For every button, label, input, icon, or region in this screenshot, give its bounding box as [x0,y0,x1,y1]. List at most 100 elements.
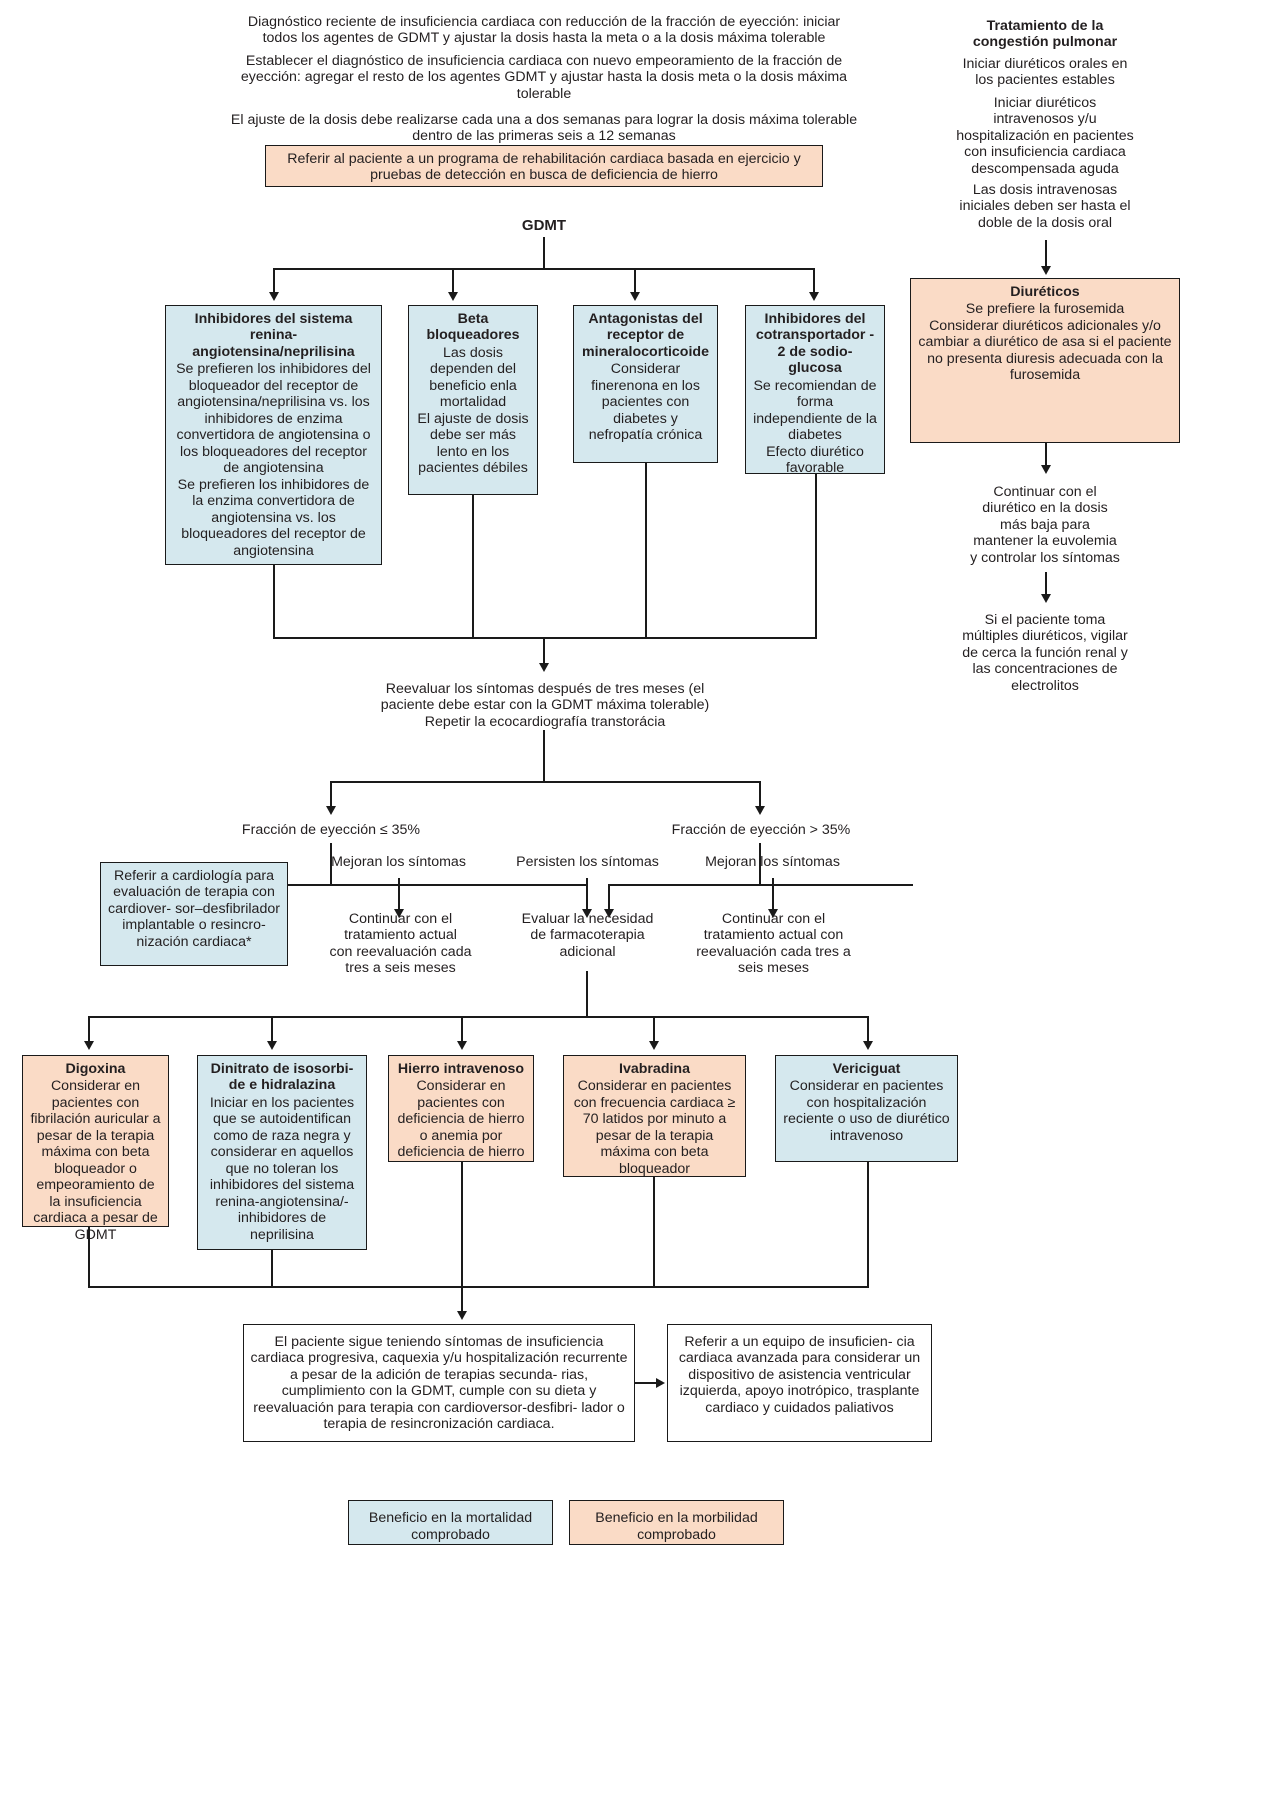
gdmt-arrow-2 [448,292,458,301]
gdmt-drop-4 [813,268,815,294]
bottom-connector-arrow [656,1378,665,1388]
drug-dist-stem [586,971,588,1017]
gdmt-drop-1 [273,268,275,294]
fraction-stem [543,730,545,782]
drug-box-isosorbide-title: Dinitrato de isosorbi- de e hidralazina [210,1061,354,1094]
final-stem [461,1286,463,1313]
rehab-referral-box: Referir al paciente a un programa de reh… [265,145,823,187]
left-branch-stem [330,843,332,885]
gdmt-arrow-3 [630,292,640,301]
gdmt-box-beta-line-2: El ajuste de dosis debe ser más lento en… [417,410,529,477]
drug-box-isosorbide: Dinitrato de isosorbi- de e hidralazina … [197,1055,367,1250]
fraction-drop-right [759,781,761,808]
label-improve-left: Mejoran los síntomas [331,854,466,870]
drug-box-hierro-title: Hierro intravenoso [397,1061,525,1077]
right-branch-stem [759,843,761,885]
fraction-drop-left [330,781,332,808]
gdmt-box-sglt2: Inhibidores del cotransportador - 2 de s… [745,305,885,477]
diuretics-after-stem-1 [1045,443,1047,467]
improve-left-down [398,878,400,906]
bottom-box-advanced-hf: Referir a un equipo de insuficien- cia c… [667,1324,932,1442]
gdmt-box-beta-line-1: Las dosis dependen del beneficio enla mo… [429,344,517,411]
sglt2-down [815,474,817,638]
label-improve-right: Mejoran los síntomas [705,854,840,870]
drug-drop-4 [653,1016,655,1043]
diuretics-box: Diuréticos Se prefiere la furosemida Con… [910,278,1180,443]
persist-down [586,878,588,906]
drug-box-vericiguat-body: Considerar en pacientes con hospitalizac… [783,1078,950,1144]
digoxina-down [88,1227,90,1287]
intro-text-3: El ajuste de la dosis debe realizarse ca… [230,112,858,145]
gdmt-box-rasi-line-1: Se prefieren los inhibidores del bloquea… [176,361,371,477]
drug-arrow-5 [863,1041,873,1050]
drug-box-vericiguat: Vericiguat Considerar en pacientes con h… [775,1055,958,1162]
hierro-down [461,1162,463,1287]
followup-continue-left: Continuar con el tratamiento actual con … [329,911,472,977]
drug-merge-bus [88,1286,869,1288]
diuretics-box-line-2: Considerar diuréticos adicionales y/o ca… [918,317,1172,384]
gdmt-label: GDMT [521,217,567,234]
gdmt-arrow-1 [269,292,279,301]
gdmt-box-beta-title: Beta bloqueadores [426,311,520,344]
vericiguat-down [867,1162,869,1287]
right-branch-arrow-b [768,909,778,918]
reeval-stem [543,637,545,665]
diuretics-box-title: Diuréticos [1010,284,1080,300]
fraction-label-left: Fracción de eyección ≤ 35% [241,822,421,838]
followup-continue-right: Continuar con el tratamiento actual con … [696,911,851,977]
drug-arrow-4 [649,1041,659,1050]
drug-box-hierro: Hierro intravenoso Considerar en pacient… [388,1055,534,1162]
drug-drop-2 [271,1016,273,1043]
gdmt-box-rasi-title: Inhibidores del sistema renina-angiotens… [192,311,355,360]
drug-box-isosorbide-body: Iniciar en los pacientes que se autoiden… [209,1094,355,1243]
drug-box-digoxina: Digoxina Considerar en pacientes con fib… [22,1055,169,1243]
gdmt-box-sglt2-line-1: Se recomiendan de forma independiente de… [753,377,877,444]
drug-box-vericiguat-title: Vericiguat [832,1061,901,1077]
drug-box-ivabradina-title: Ivabradina [619,1061,690,1077]
fraction-label-right: Fracción de eyección > 35% [671,822,851,838]
rasi-down [273,565,275,638]
gdmt-drop-2 [452,268,454,294]
right-column-after-1: Continuar con el diurético en la dosis m… [970,484,1120,566]
right-branch-arrow-a [604,909,614,918]
followup-evaluate: Evaluar la necesidad de farmacoterapia a… [521,911,654,960]
right-column-title: Tratamiento de la congestión pulmonar [972,18,1118,51]
beta-down [472,495,474,638]
fraction-arrow-left [326,806,336,815]
left-branch-bus [189,884,588,886]
drug-box-ivabradina-body: Considerar en pacientes con frecuencia c… [573,1078,736,1177]
mra-down [645,463,647,638]
ivabradina-down [653,1177,655,1287]
drug-box-ivabradina: Ivabradina Considerar en pacientes con f… [563,1055,746,1177]
diuretics-stem [1045,240,1047,268]
right-column-after-2: Si el paciente toma múltiples diuréticos… [962,612,1128,694]
diuretics-after-arrow-1 [1041,465,1051,474]
left-branch-arrow-c [582,909,592,918]
gdmt-box-sglt2-title: Inhibidores del cotransportador - 2 de s… [755,311,875,377]
right-column-step-2: Iniciar diuréticos intravenosos y/u hosp… [956,95,1134,177]
gdmt-box-rasi: Inhibidores del sistema renina-angiotens… [165,305,382,565]
gdmt-box-sglt2-line-2: Efecto diurético favorable [766,443,864,477]
right-branch-drop-a [608,884,610,911]
gdmt-merge-bus [273,637,817,639]
cardiology-referral-box: Referir a cardiología para evaluación de… [100,862,288,966]
drug-box-hierro-body: Considerar en pacientes con deficiencia … [397,1078,525,1161]
drug-drop-5 [867,1016,869,1043]
drug-arrow-3 [457,1041,467,1050]
fraction-arrow-right [755,806,765,815]
reeval-arrow [539,663,549,672]
gdmt-bus [273,268,814,270]
gdmt-drop-3 [634,268,636,294]
gdmt-box-beta: Beta bloqueadores Las dosis dependen del… [408,305,538,495]
reevaluate-text: Reevaluar los síntomas después de tres m… [380,681,710,730]
drug-box-digoxina-title: Digoxina [65,1061,126,1077]
legend-morbidity: Beneficio en la morbilidad comprobado [569,1500,784,1545]
left-branch-arrow-b [394,909,404,918]
drug-arrow-2 [267,1041,277,1050]
final-arrow [457,1311,467,1320]
gdmt-box-mra: Antagonistas del receptor de mineralocor… [573,305,718,463]
right-column-step-3: Las dosis intravenosas iniciales deben s… [959,182,1131,231]
drug-dist-bus [88,1016,869,1018]
improve-right-down [772,878,774,906]
